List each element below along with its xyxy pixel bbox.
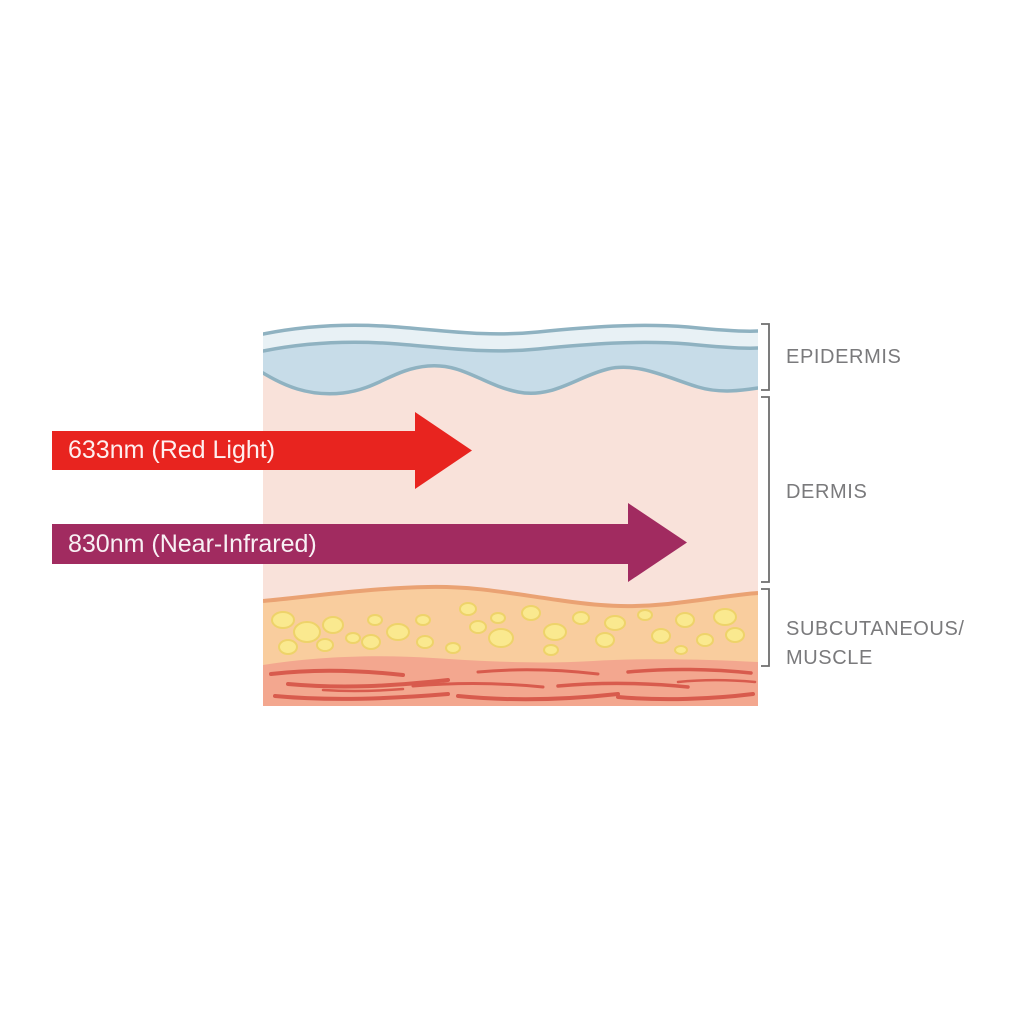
bracket-epidermis <box>761 323 770 391</box>
muscle-fiber-streaks <box>269 667 757 702</box>
near-infrared-arrow: 830nm (Near-Infrared) <box>52 503 687 582</box>
bracket-dermis <box>761 396 770 583</box>
red-arrow-shape <box>52 412 472 489</box>
subcutaneous-label-line1: SUBCUTANEOUS/ <box>786 618 965 640</box>
subcutaneous-label-line2: MUSCLE <box>786 647 873 669</box>
layer-brackets <box>761 323 770 667</box>
near-infrared-arrow-shape <box>52 503 687 582</box>
dermis-label: DERMIS <box>786 481 868 503</box>
fat-cells <box>271 602 745 656</box>
skin-cross-section-illustration <box>263 320 758 706</box>
bracket-subcutaneous <box>761 588 770 667</box>
muscle-layer <box>263 656 758 706</box>
dermis-fat-boundary <box>263 584 758 609</box>
red-light-arrow-label: 633nm (Red Light) <box>68 436 276 464</box>
red-light-arrow: 633nm (Red Light) <box>52 412 472 489</box>
near-infrared-arrow-label: 830nm (Near-Infrared) <box>68 530 317 558</box>
skin-layers-svg <box>263 320 758 706</box>
epidermis-label: EPIDERMIS <box>786 346 902 368</box>
subcutaneous-muscle-label: SUBCUTANEOUS/ MUSCLE <box>786 615 965 673</box>
epidermis-layer <box>263 320 758 396</box>
